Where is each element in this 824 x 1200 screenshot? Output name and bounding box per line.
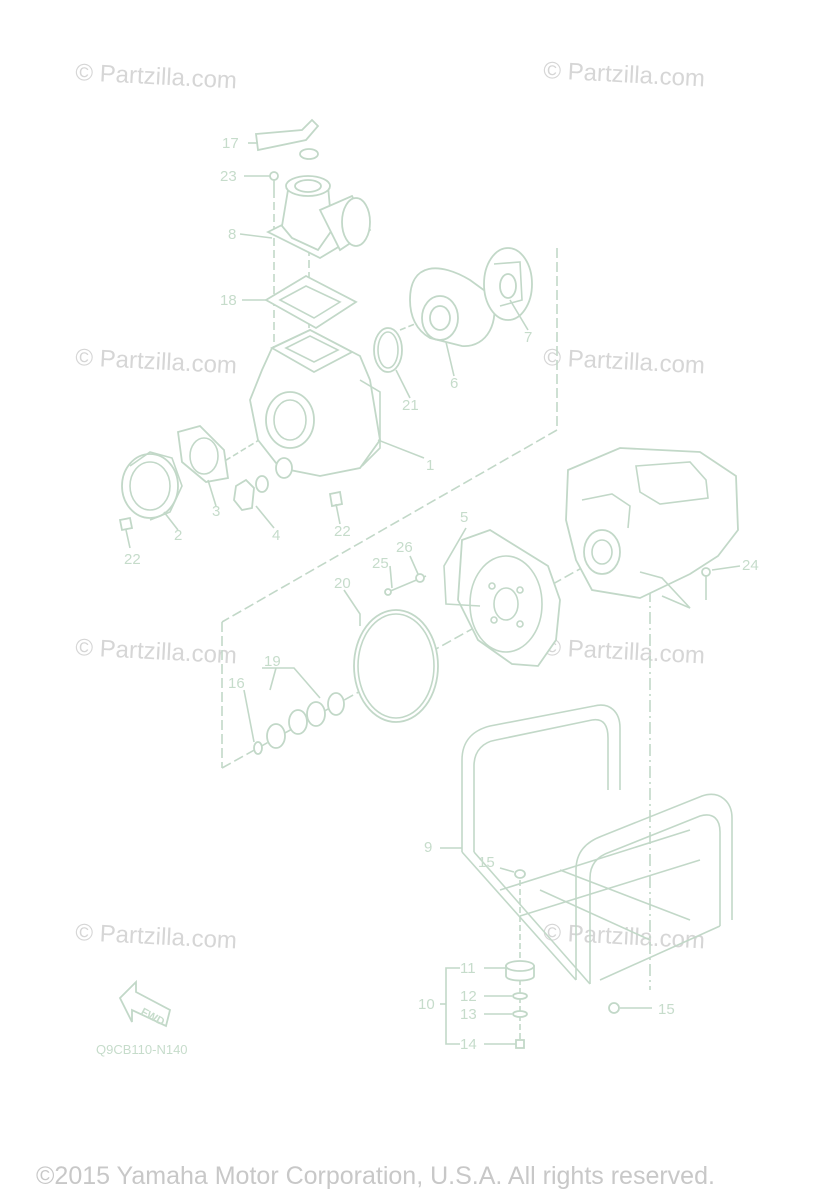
watermark: © Partzilla.com <box>543 57 706 92</box>
watermark: © Partzilla.com <box>543 634 706 669</box>
watermark: © Partzilla.com <box>75 634 238 669</box>
callout-8: 8 <box>228 226 236 243</box>
callout-16: 16 <box>228 675 245 692</box>
watermark: © Partzilla.com <box>75 344 238 379</box>
leader-lines <box>125 142 741 1045</box>
callout-15b: 15 <box>658 1001 675 1018</box>
part-1-pump-housing <box>249 328 381 477</box>
diagram-code: Q9CB110-N140 <box>96 1042 188 1057</box>
part-2-cover <box>121 451 183 521</box>
callout-15a: 15 <box>478 854 495 871</box>
callout-22a: 22 <box>334 523 351 540</box>
watermark: © Partzilla.com <box>75 59 238 94</box>
callout-25: 25 <box>372 555 389 572</box>
callout-17: 17 <box>222 135 239 152</box>
part-3-cover-gasket <box>177 424 230 483</box>
callouts: 17 23 8 18 7 6 21 1 3 2 4 22 22 5 26 25 … <box>124 135 759 1053</box>
callout-10: 10 <box>418 996 435 1013</box>
callout-7: 7 <box>524 329 532 346</box>
callout-18: 18 <box>220 292 237 309</box>
part-23-bolt <box>269 171 279 190</box>
part-18-gasket <box>264 274 358 330</box>
part-5-seal-plate <box>457 529 561 667</box>
part-21-o-ring <box>373 327 403 373</box>
part-8-outlet-elbow <box>265 175 372 260</box>
copyright-notice: ©2015 Yamaha Motor Corporation, U.S.A. A… <box>36 1162 715 1190</box>
fwd-arrow-icon: FWD <box>118 979 172 1028</box>
callout-6: 6 <box>450 375 458 392</box>
part-16-ring <box>253 741 263 755</box>
parts-10-15-mount-stack <box>505 869 535 1049</box>
callout-26: 26 <box>396 539 413 556</box>
callout-11: 11 <box>460 960 476 977</box>
part-4-check-valve <box>233 457 293 511</box>
watermark: © Partzilla.com <box>75 919 238 954</box>
watermark: © Partzilla.com <box>543 919 706 954</box>
callout-22b: 22 <box>124 551 141 568</box>
callout-13: 13 <box>460 1006 477 1023</box>
part-6-volute <box>409 267 496 347</box>
callout-9: 9 <box>424 839 432 856</box>
callout-14: 14 <box>460 1036 477 1053</box>
watermark: © Partzilla.com <box>543 344 706 379</box>
part-20-o-ring <box>353 609 439 723</box>
callout-19: 19 <box>264 653 281 670</box>
callout-20: 20 <box>334 575 351 592</box>
callout-12: 12 <box>460 988 477 1005</box>
callout-23: 23 <box>220 168 237 185</box>
callout-24: 24 <box>742 557 759 574</box>
callout-21: 21 <box>402 397 419 414</box>
part-25-26-bolt-washer <box>384 573 427 596</box>
part-17-cap <box>254 118 320 160</box>
part-19-mechanical-seal <box>266 692 345 749</box>
part-22-drain-plug <box>118 490 344 532</box>
part-24-bolt <box>701 567 711 600</box>
engine <box>565 447 739 609</box>
part-7-impeller <box>483 247 533 321</box>
callout-1: 1 <box>426 457 434 474</box>
callout-5: 5 <box>460 509 468 526</box>
callout-2: 2 <box>174 527 182 544</box>
callout-4: 4 <box>272 527 280 544</box>
part-9-frame <box>461 704 733 1014</box>
callout-3: 3 <box>212 503 220 520</box>
